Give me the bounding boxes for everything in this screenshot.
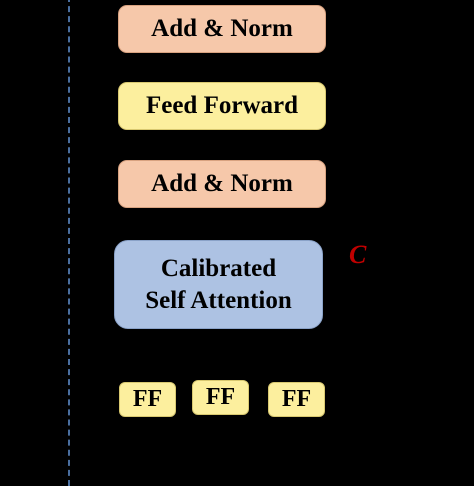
add-norm-block-bottom: Add & Norm — [118, 160, 326, 208]
attention-label-line1: Calibrated — [160, 254, 277, 282]
ff-block-2-label: FF — [205, 384, 236, 410]
encoder-dashed-border — [68, 0, 474, 486]
ff-block-3-label: FF — [281, 386, 312, 412]
add-norm-bottom-label: Add & Norm — [151, 170, 293, 197]
add-norm-top-label: Add & Norm — [151, 15, 293, 42]
ff-block-2: FF — [192, 380, 249, 415]
add-norm-block-top: Add & Norm — [118, 5, 326, 53]
calibrated-self-attention-block: Calibrated Self Attention — [114, 240, 323, 329]
attention-label-line2: Self Attention — [145, 286, 292, 314]
ff-block-1: FF — [119, 382, 176, 417]
ff-block-3: FF — [268, 382, 325, 417]
feed-forward-block: Feed Forward — [118, 82, 326, 130]
feed-forward-label: Feed Forward — [145, 92, 299, 119]
calibration-c-label: C — [349, 240, 367, 269]
ff-block-1-label: FF — [132, 386, 163, 412]
